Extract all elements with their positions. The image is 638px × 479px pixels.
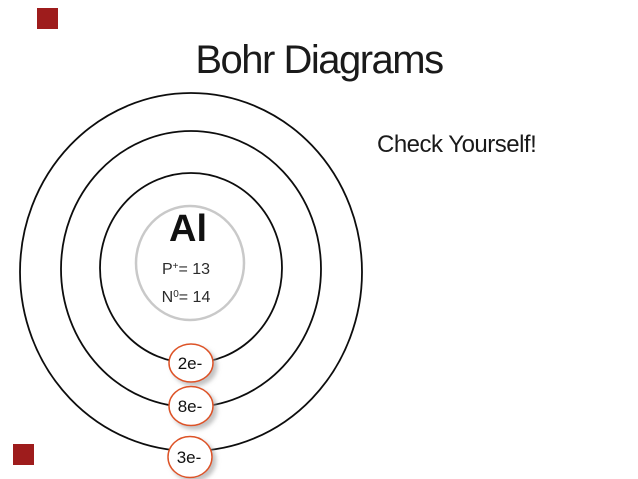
proton-symbol: P [161,261,173,278]
electron-count-shell-3: 3e- [177,448,202,467]
neutron-count: N0= 14 [136,286,236,307]
callout-text: Check Yourself! [377,131,537,158]
proton-charge-sup: + [172,261,179,272]
corner-accent-bottom-left [13,444,34,465]
neutron-symbol: N [161,289,174,306]
electron-bubble-shell-1 [168,343,214,383]
electron-bubble-shell-3 [167,435,213,479]
nucleus-ring [134,204,246,322]
neutron-value: = 14 [178,289,211,306]
neutron-charge-sup: 0 [173,289,179,300]
electron-count-shell-2: 8e- [178,397,203,416]
corner-accent-top-left [37,8,58,29]
proton-value: = 13 [178,261,211,278]
proton-count: P+= 13 [136,258,236,279]
page-title: Bohr Diagrams [195,38,444,82]
electron-bubble-shell-2 [168,385,214,427]
electron-count-shell-1: 2e- [178,354,203,373]
element-symbol: Al [169,208,207,250]
